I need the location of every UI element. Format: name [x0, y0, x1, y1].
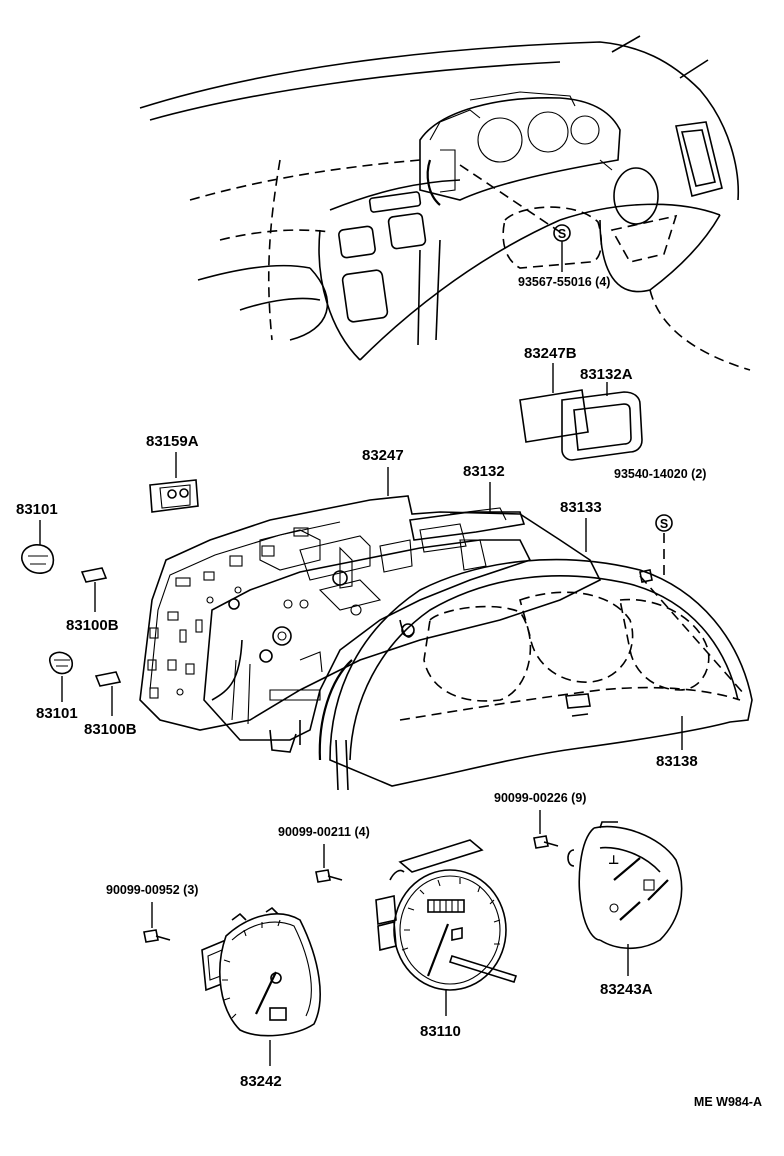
label-83133: 83133: [560, 499, 602, 516]
label-83110: 83110: [420, 1023, 461, 1040]
label-90099-00226: 90099-00226 (9): [494, 791, 586, 805]
label-83242: 83242: [240, 1073, 282, 1090]
s-marker-mid: S: [655, 514, 673, 578]
label-83100B-top: 83100B: [66, 617, 119, 634]
label-90099-00952: 90099-00952 (3): [106, 883, 198, 897]
connector-83159A: 83159A: [146, 433, 199, 513]
bulb-socket-bottom: 83101: [36, 651, 78, 722]
svg-text:S: S: [660, 517, 668, 531]
label-83247: 83247: [362, 447, 404, 464]
lens-parts: [519, 363, 643, 461]
screw-90099-00211: 90099-00211 (4): [278, 825, 370, 883]
gauge-83110: [375, 839, 518, 1016]
label-93540-14020: 93540-14020 (2): [614, 467, 706, 481]
bulb-socket-top: 83101: [16, 501, 58, 574]
meter-glass-83138: [318, 558, 753, 791]
screw-90099-00226: 90099-00226 (9): [494, 791, 586, 849]
bulb-top: 83100B: [66, 567, 119, 634]
label-83132A: 83132A: [580, 366, 633, 383]
gauge-83243A: ⊥: [567, 821, 683, 976]
label-83159A: 83159A: [146, 433, 199, 450]
label-83243A: 83243A: [600, 981, 653, 998]
label-93567-55016: 93567-55016 (4): [518, 275, 610, 289]
bracket-83132: 83132: [409, 463, 526, 541]
gauge-83242: [201, 906, 321, 1066]
label-83101-top: 83101: [16, 501, 58, 518]
label-83132: 83132: [463, 463, 505, 480]
drawing-code: ME W984-A: [694, 1095, 762, 1109]
s-marker-top: S: [553, 224, 571, 272]
label-83247B: 83247B: [524, 345, 577, 362]
label-83138: 83138: [656, 753, 698, 770]
temp-glyph: ⊥: [608, 853, 619, 867]
cluster-housing-83247: 83247: [139, 447, 602, 753]
svg-text:S: S: [558, 227, 566, 241]
pcb-holes: [147, 527, 309, 699]
dashboard-outline: [139, 35, 751, 371]
screw-90099-00952: 90099-00952 (3): [106, 883, 198, 943]
bulb-bottom: 83100B: [84, 671, 137, 738]
label-90099-00211: 90099-00211 (4): [278, 825, 370, 839]
label-83100B-bottom: 83100B: [84, 721, 137, 738]
label-83101-bottom: 83101: [36, 705, 78, 722]
